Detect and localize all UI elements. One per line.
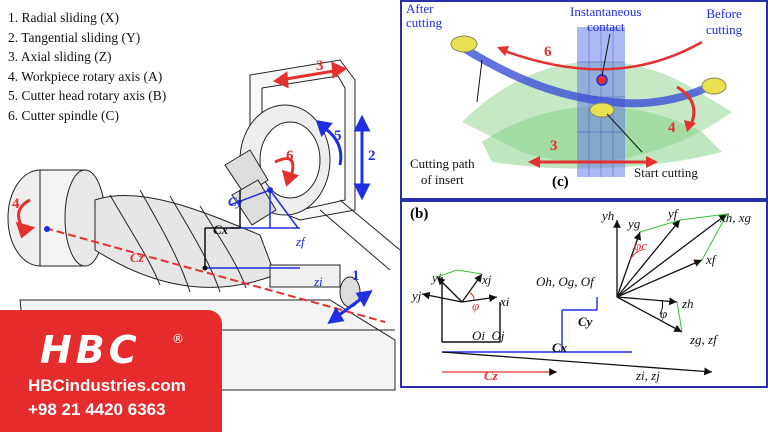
axis-label-1: 1 — [352, 268, 360, 284]
cx-label: Cx — [213, 222, 229, 237]
legend-item: 4. Workpiece rotary axis (A) — [8, 68, 163, 84]
axis-label-6: 6 — [286, 148, 294, 164]
zi-label: zi — [314, 274, 323, 289]
zh-label: zh — [682, 296, 694, 311]
cutting-illustration — [450, 27, 732, 177]
legend-item: 2. Tangential sliding (Y) — [8, 29, 141, 45]
panel-b-cx-label: Cx — [552, 340, 568, 355]
xi-label: xi — [500, 294, 510, 309]
axis-label-3: 3 — [316, 58, 324, 74]
zi-zj-label: zi, zj — [636, 368, 660, 383]
legend-item: 5. Cutter head rotary axis (B) — [8, 88, 167, 103]
brand-phone[interactable]: +98 21 4420 6363 — [28, 400, 166, 419]
yj-label: yj — [412, 288, 422, 303]
panel-c-label-6: 6 — [544, 44, 552, 60]
axis-legend: 1. Radial sliding (X) 2. Tangential slid… — [8, 8, 166, 125]
panel-c-cutting-process: After cutting Instantaneous contact Befo… — [400, 0, 768, 200]
yi-label: yi — [432, 270, 442, 285]
instantaneous-contact-label: Instantaneous contact — [570, 4, 642, 34]
cutting-path-label: Cutting path of insert — [410, 156, 475, 187]
phi-label: φ — [660, 306, 668, 321]
oi-oj-label: Oi Oj — [472, 328, 505, 343]
after-cutting-label: After cutting — [406, 1, 443, 30]
xj-label: xj — [482, 272, 492, 287]
before-cutting-label: Before cutting — [706, 6, 743, 37]
panel-b-cy-label: Cy — [578, 314, 593, 329]
yh-label: yh — [602, 208, 615, 223]
phi-left-label: φ — [472, 298, 480, 313]
brand-logo: HBC — [40, 328, 141, 372]
legend-item: 1. Radial sliding (X) — [8, 10, 119, 25]
zg-zf-label: zg, zf — [690, 332, 717, 347]
brand-badge: HBC ® HBCindustries.com +98 21 4420 6363 — [0, 310, 222, 432]
axis-label-4: 4 — [12, 196, 20, 212]
panel-c-label-3: 3 — [550, 138, 558, 154]
legend-item: 3. Axial sliding (Z) — [8, 49, 112, 64]
panel-b-cz-label: Cz — [484, 368, 498, 383]
xh-xg-label: xh, xg — [720, 210, 752, 225]
panel-c-tag: (c) — [552, 174, 569, 190]
legend-item: 6. Cutter spindle (C) — [8, 107, 119, 123]
axis-label-2: 2 — [368, 148, 376, 164]
panel-b-coordinate-frames: (b) yh yg yf xh, xg xf φc φ zh zg, zf Oh… — [400, 200, 768, 388]
cy-label: Cy — [228, 194, 243, 209]
origins-label: Oh, Og, Of — [536, 274, 594, 289]
brand-website[interactable]: HBCindustries.com — [28, 376, 186, 395]
panel-b-tag: (b) — [410, 206, 429, 222]
phi-c-label: φc — [634, 238, 647, 253]
yg-label: yg — [628, 216, 641, 231]
cz-label: Cz — [130, 250, 144, 265]
panel-c-label-4: 4 — [668, 120, 676, 136]
zf-label: zf — [296, 234, 305, 249]
axis-label-5: 5 — [334, 128, 342, 144]
xf-label: xf — [706, 252, 716, 267]
coordinate-frames-diagram — [421, 213, 728, 376]
start-cutting-label: Start cutting — [634, 165, 698, 180]
yf-label: yf — [668, 206, 678, 221]
registered-mark: ® — [172, 332, 184, 346]
